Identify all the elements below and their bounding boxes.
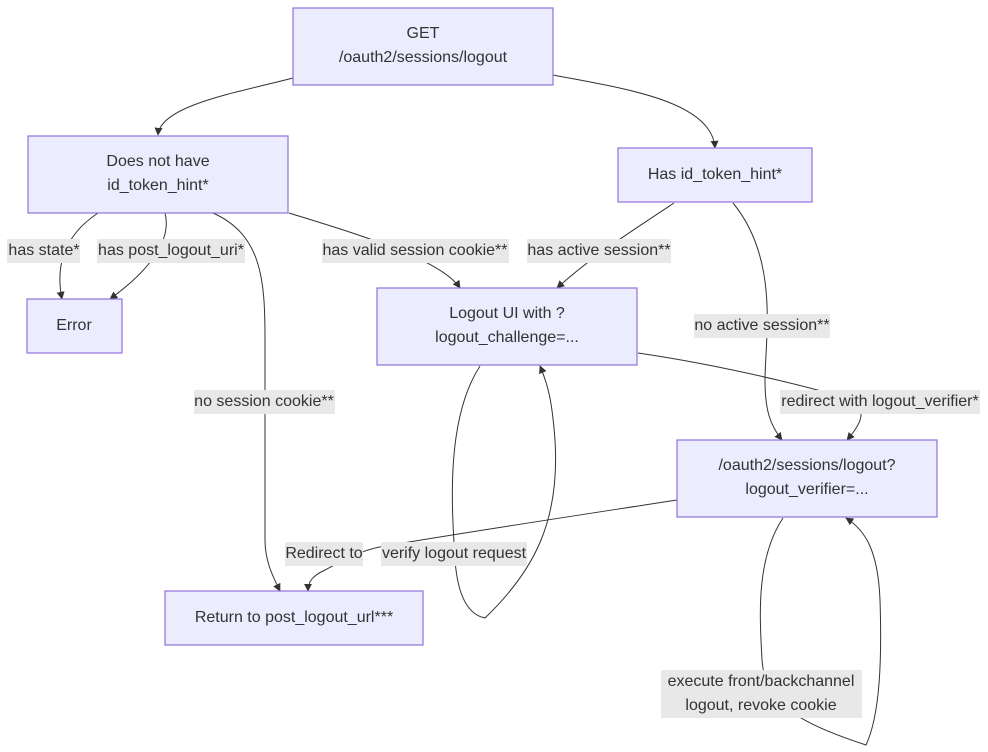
node-get-logout-line2: /oauth2/sessions/logout <box>339 49 508 66</box>
edge-label-redirect-to-text: Redirect to <box>285 545 362 562</box>
edge-label-has-post-logout-uri-text: has post_logout_uri* <box>98 242 244 259</box>
edge-label-verify-logout-request-text: verify logout request <box>382 545 527 562</box>
edge-has-hint-to-verifier <box>732 202 783 441</box>
node-has-id-token-hint: Has id_token_hint* <box>617 147 813 203</box>
edge-label-execute-logout: execute front/backchannel logout, revoke… <box>661 670 862 718</box>
node-verifier-line1: /oauth2/sessions/logout? <box>718 457 895 474</box>
edge-label-redirect-with-verifier: redirect with logout_verifier* <box>780 390 980 414</box>
node-error-label: Error <box>56 317 92 334</box>
node-no-id-token-hint: Does not have id_token_hint* <box>27 135 289 214</box>
edge-label-has-valid-session-cookie: has valid session cookie** <box>322 239 509 263</box>
edge-verifier-self-loop <box>759 517 882 746</box>
node-get-logout: GET /oauth2/sessions/logout <box>292 7 554 86</box>
node-return-post-logout-url: Return to post_logout_url*** <box>164 590 424 646</box>
edge-label-no-session-cookie-text: no session cookie** <box>194 393 334 410</box>
node-return-label: Return to post_logout_url*** <box>195 609 393 626</box>
node-logout-ui-line1: Logout UI with ? <box>449 305 565 322</box>
node-verifier-line2: logout_verifier=... <box>745 481 868 498</box>
node-no-hint-line2: id_token_hint* <box>107 177 208 194</box>
edge-label-has-active-session-text: has active session** <box>527 242 670 259</box>
node-has-hint-label: Has id_token_hint* <box>648 166 782 183</box>
edge-label-verify-logout-request: verify logout request <box>381 542 527 566</box>
node-logout-ui: Logout UI with ? logout_challenge=... <box>376 287 638 366</box>
edge-get-to-no-hint <box>154 77 294 136</box>
edge-no-hint-to-return <box>212 212 281 592</box>
edge-label-redirect-with-verifier-text: redirect with logout_verifier* <box>781 393 978 410</box>
edge-label-no-active-session-text: no active session** <box>694 317 829 334</box>
edge-label-has-valid-session-cookie-text: has valid session cookie** <box>323 242 508 259</box>
node-logout-ui-line2: logout_challenge=... <box>435 329 579 346</box>
edge-label-execute-logout-line2: logout, revoke cookie <box>685 697 836 714</box>
edge-label-has-state: has state* <box>7 239 80 263</box>
edge-get-to-has-hint <box>552 74 719 149</box>
edge-label-no-active-session: no active session** <box>694 314 830 338</box>
node-logout-verifier: /oauth2/sessions/logout? logout_verifier… <box>676 439 938 518</box>
node-get-logout-line1: GET <box>407 25 440 42</box>
edge-label-has-active-session: has active session** <box>527 239 671 263</box>
node-no-hint-line1: Does not have <box>106 153 209 170</box>
edge-label-execute-logout-line1: execute front/backchannel <box>668 673 855 690</box>
edge-label-has-post-logout-uri: has post_logout_uri* <box>97 239 245 263</box>
edge-label-no-session-cookie: no session cookie** <box>194 390 335 414</box>
edge-label-has-state-text: has state* <box>8 242 79 259</box>
edge-label-redirect-to: Redirect to <box>285 542 363 566</box>
node-error: Error <box>26 298 123 354</box>
edge-logout-ui-self-loop <box>451 365 557 619</box>
